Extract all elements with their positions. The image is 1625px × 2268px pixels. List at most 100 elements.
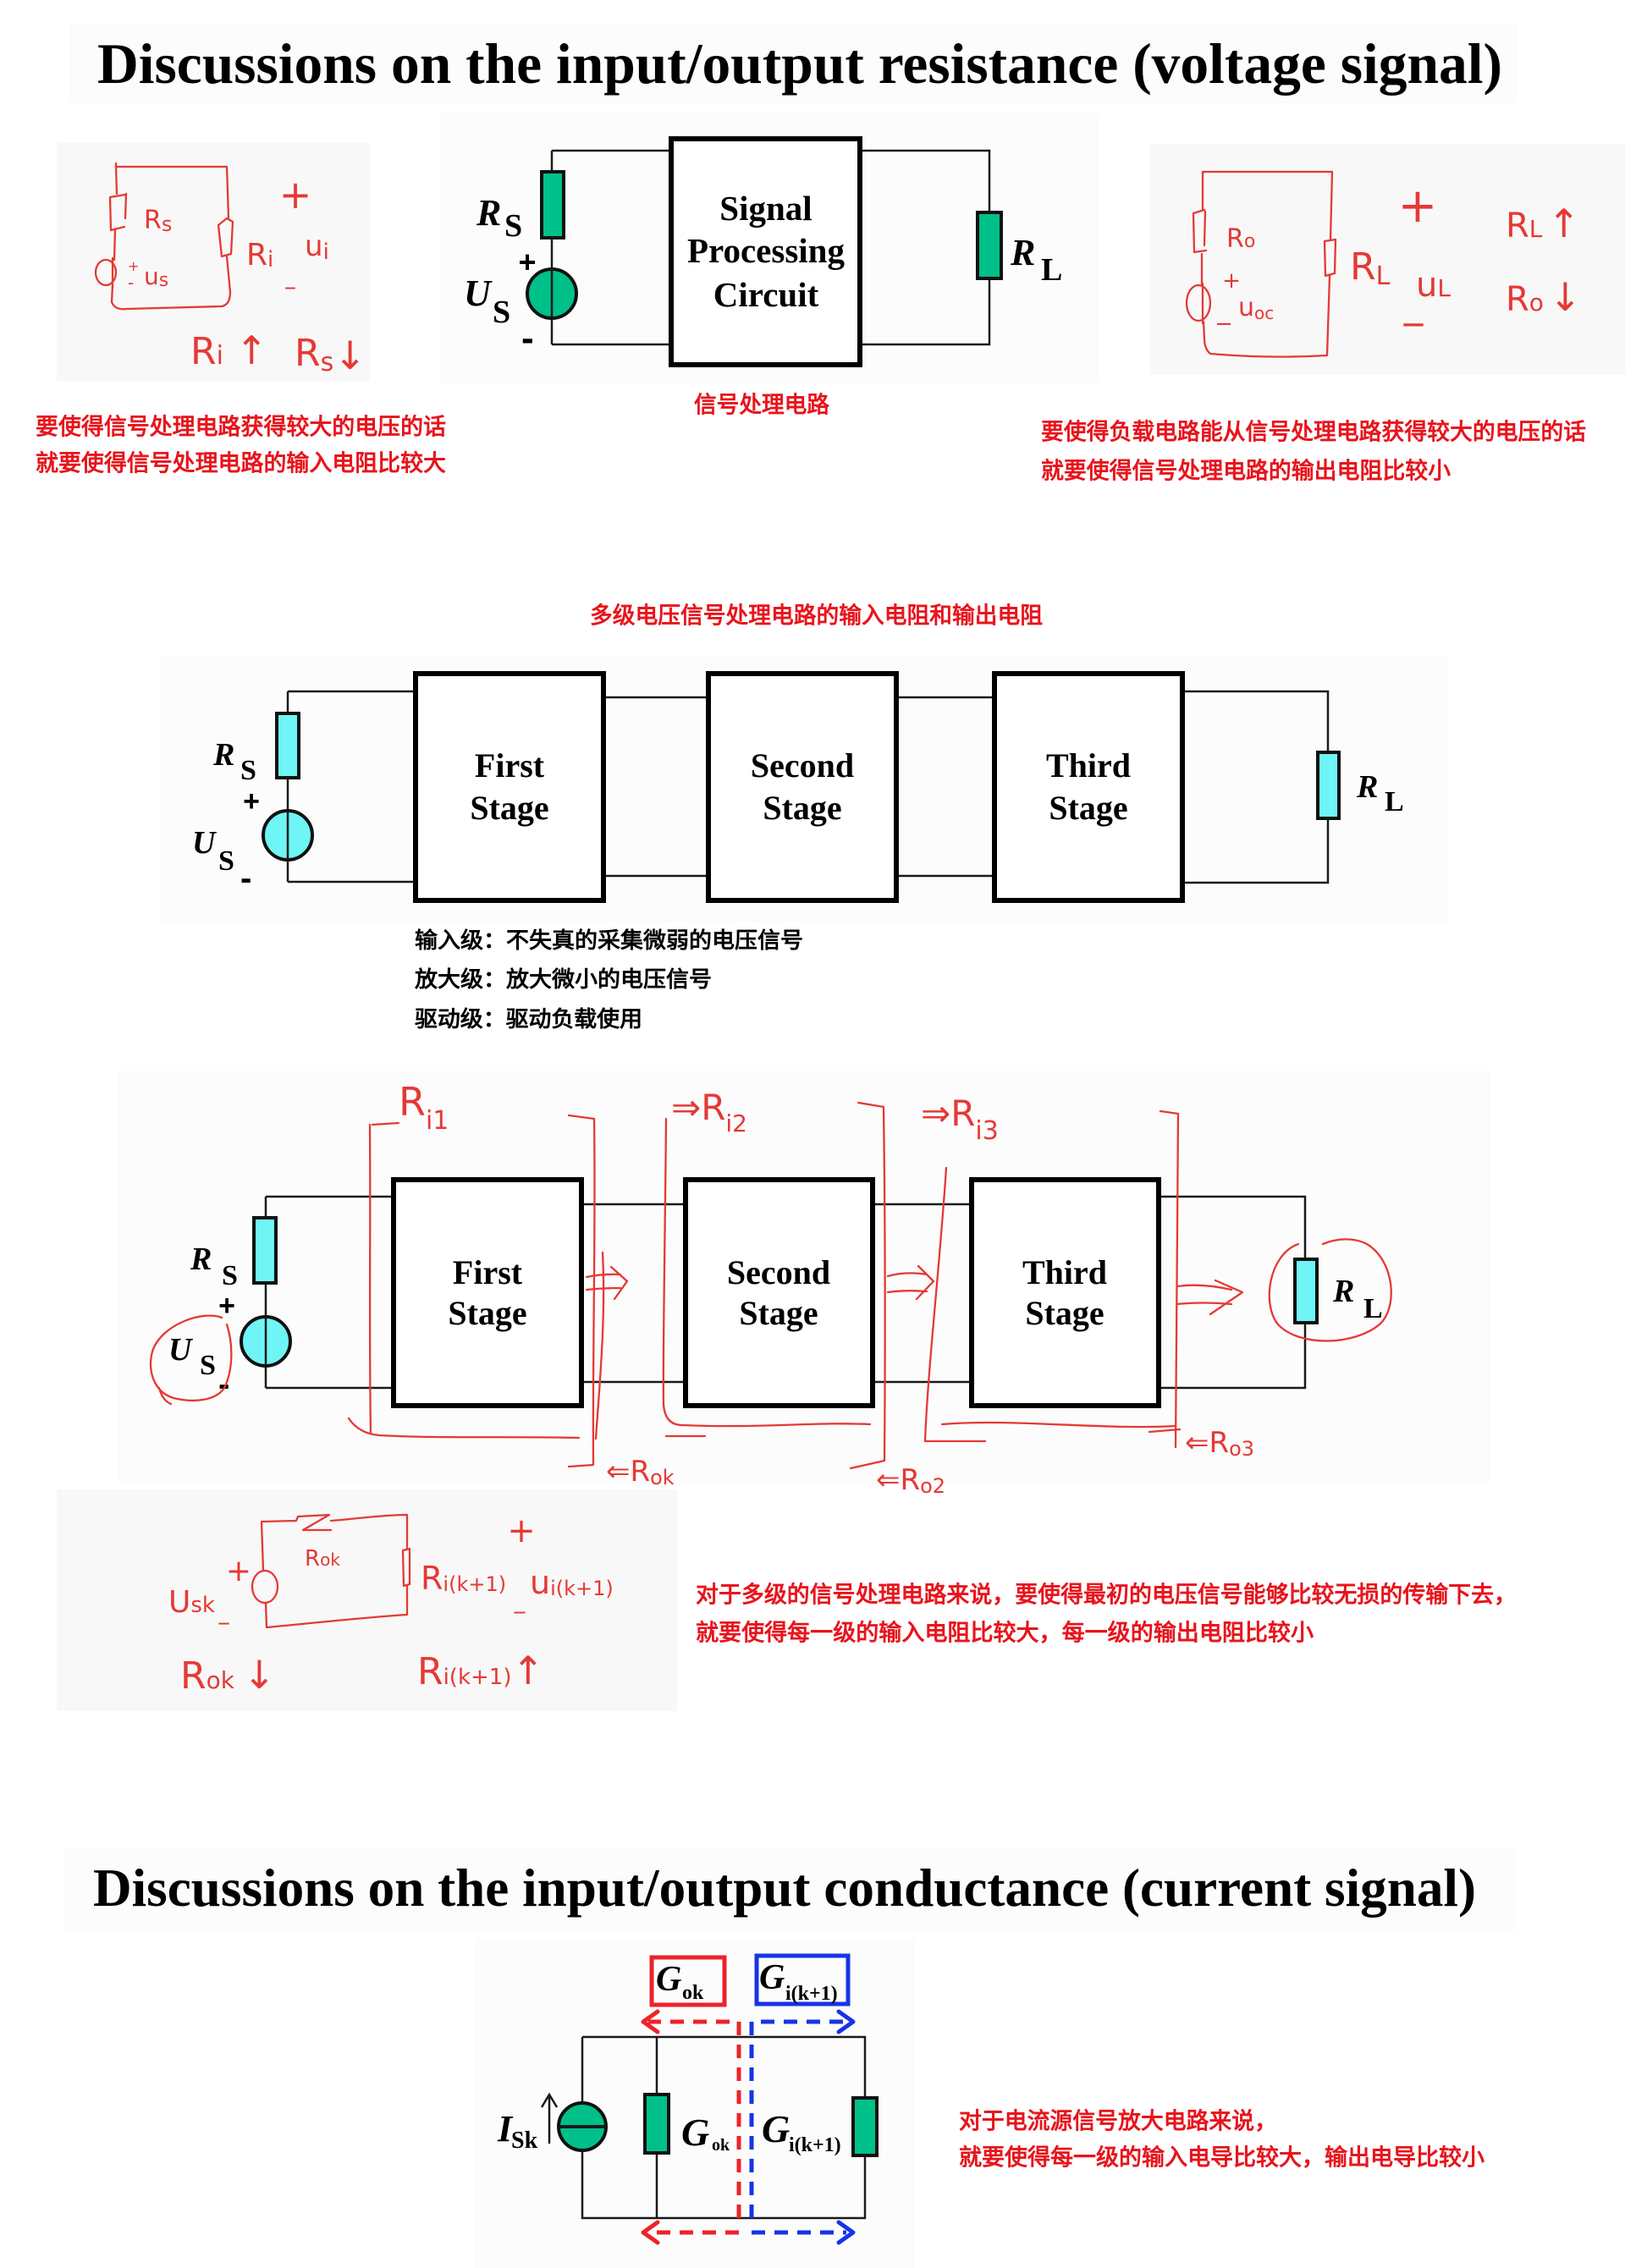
load-resistor-icon <box>1293 1258 1319 1324</box>
plus-sign: + <box>243 785 260 817</box>
sketch-rl-label: RL <box>1350 245 1391 291</box>
signal-processing-block <box>669 136 862 367</box>
current-circuit-panel <box>474 1938 914 2268</box>
rs-label: RS <box>476 192 522 244</box>
sketch-ri-label: Ri <box>246 238 273 272</box>
sketch-uoc-label: uoc <box>1238 293 1274 323</box>
wire-network <box>550 149 991 346</box>
ri1-label: Ri1 <box>399 1079 449 1136</box>
input-note-line-2: 就要使得信号处理电路的输入电阻比较大 <box>36 450 446 477</box>
ro1-bracket <box>567 1114 605 1468</box>
first-stage-line-2: Stage <box>448 1294 526 1332</box>
sketch-usk-plus: + <box>226 1554 251 1588</box>
ri2-label: ⇒Ri2 <box>671 1087 747 1137</box>
second-stage-line-2: Stage <box>763 789 841 827</box>
ro3-bracket <box>1148 1109 1182 1449</box>
ro-decrease-label: Ro↓ <box>1506 274 1581 320</box>
input-conductance-box <box>754 1953 851 2007</box>
output-sketch: Ro + uoc - RL + uL - RL↑ Ro↓ <box>1185 170 1581 358</box>
rok-decrease-label: Rok↓ <box>180 1652 275 1698</box>
second-stage-line-1: Second <box>727 1253 830 1291</box>
sketch-uoc-minus: - <box>1215 311 1233 336</box>
arrow-2-icon <box>886 1264 935 1301</box>
isk-label: ISk <box>497 2108 538 2154</box>
rik1-increase-label: Ri(k+1)↑ <box>417 1648 544 1693</box>
input-sketch: Rs + - us Ri + ui - Ri↑ Rs↓ <box>94 162 366 378</box>
stage-role-amplify: 放大级：放大微小的电压信号 <box>414 966 712 993</box>
sketch-usk-label: Usk <box>168 1585 215 1620</box>
first-stage-line-1: First <box>475 746 545 784</box>
first-stage-block <box>413 671 606 903</box>
sketch-ul-plus: + <box>1398 179 1438 234</box>
sketch-wire <box>1192 170 1337 358</box>
sketch-source-plus: + <box>128 258 139 274</box>
sketch-ui-label: ui <box>305 229 329 265</box>
current-note-line-2: 就要使得每一级的输入电导比较大，输出电导比较小 <box>959 2144 1485 2172</box>
sketch-ui-minus: - <box>284 275 297 299</box>
block-line-3: Circuit <box>713 275 819 314</box>
sketch-source-minus: - <box>128 272 134 293</box>
first-stage-line-2: Stage <box>470 789 548 827</box>
source-resistor-icon <box>275 712 300 779</box>
arrow-3-icon <box>1176 1279 1244 1316</box>
block-line-2: Processing <box>687 231 846 270</box>
sketch-ul-label: uL <box>1416 266 1451 305</box>
third-stage-line-1: Third <box>1022 1253 1107 1291</box>
block-line-1: Signal <box>719 189 812 228</box>
second-stage-block <box>706 671 899 903</box>
wire-network <box>581 2035 867 2220</box>
multi-stage-heading: 多级电压信号处理电路的输入电阻和输出电阻 <box>590 603 1043 630</box>
input-sketch-panel <box>57 142 370 381</box>
input-conductance-icon <box>851 2096 879 2157</box>
wire-network <box>286 690 1330 884</box>
sketch-ro-label: Ro <box>1226 224 1255 254</box>
ro1-label: ⇐Rok <box>606 1455 675 1489</box>
output-sketch-panel <box>1150 144 1625 375</box>
plus-sign: + <box>218 1290 235 1322</box>
current-section-title: Discussions on the input/output conducta… <box>93 1858 1476 1918</box>
rl-highlight-circle <box>1268 1238 1392 1342</box>
current-direction-arrow-icon <box>540 2092 559 2144</box>
load-resistor-icon <box>1316 751 1341 820</box>
wire-network <box>264 1195 1307 1390</box>
output-conductance-box <box>649 1955 727 2007</box>
output-note-line-1: 要使得负载电路能从信号处理电路获得较大的电压的话 <box>1041 419 1586 446</box>
output-conductance-icon <box>643 2093 670 2155</box>
sketch-wire <box>108 162 234 311</box>
multi-stage-note-line-2: 就要使得每一级的输入电阻比较大，每一级的输出电阻比较小 <box>696 1620 1314 1647</box>
sketch-uik1-label: ui(k+1) <box>530 1564 614 1601</box>
handwritten-annotations: Ri1 ⇒Ri2 ⇒Ri3 ⇐Rok ⇐Ro2 ⇐Ro3 <box>149 1079 1392 1498</box>
right-arrow-icon <box>836 2009 856 2245</box>
ro3-label: ⇐Ro3 <box>1185 1426 1254 1461</box>
title-panel <box>70 24 1518 103</box>
output-note-line-2: 就要使得信号处理电路的输出电阻比较小 <box>1041 458 1451 485</box>
ri-increase-label: Ri↑ <box>190 328 267 373</box>
block-caption: 信号处理电路 <box>694 392 830 419</box>
ri3-bracket <box>923 1166 1177 1443</box>
third-stage-line-1: Third <box>1046 746 1131 784</box>
multi-stage-note-line-1: 对于多级的信号处理电路来说，要使得最初的电压信号能够比较无损的传输下去， <box>696 1582 1517 1609</box>
equivalent-sketch: Rok + Usk - Ri(k+1) + ui(k+1) - Rok↓ Ri(… <box>168 1511 614 1698</box>
third-stage-line-2: Stage <box>1049 789 1127 827</box>
rl-increase-label: RL↑ <box>1506 201 1580 246</box>
sketch-uoc-plus: + <box>1222 268 1241 294</box>
sketch-source-icon <box>1185 284 1212 322</box>
boxed-gok-label: Gok <box>656 1960 704 2004</box>
ri2-bracket <box>662 1117 872 1438</box>
rs-decrease-label: Rs↓ <box>295 332 366 378</box>
sketch-source-icon <box>94 258 118 287</box>
sketch-uik1-minus: - <box>512 1599 527 1623</box>
output-lookin-dashed-line <box>648 2019 741 2235</box>
input-lookin-dashed-line <box>749 2019 846 2235</box>
source-resistor-icon <box>540 170 565 239</box>
plus-sign: + <box>518 245 536 279</box>
third-stage-block <box>969 1177 1161 1408</box>
gik1-label: Gi(k+1) <box>762 2107 841 2156</box>
